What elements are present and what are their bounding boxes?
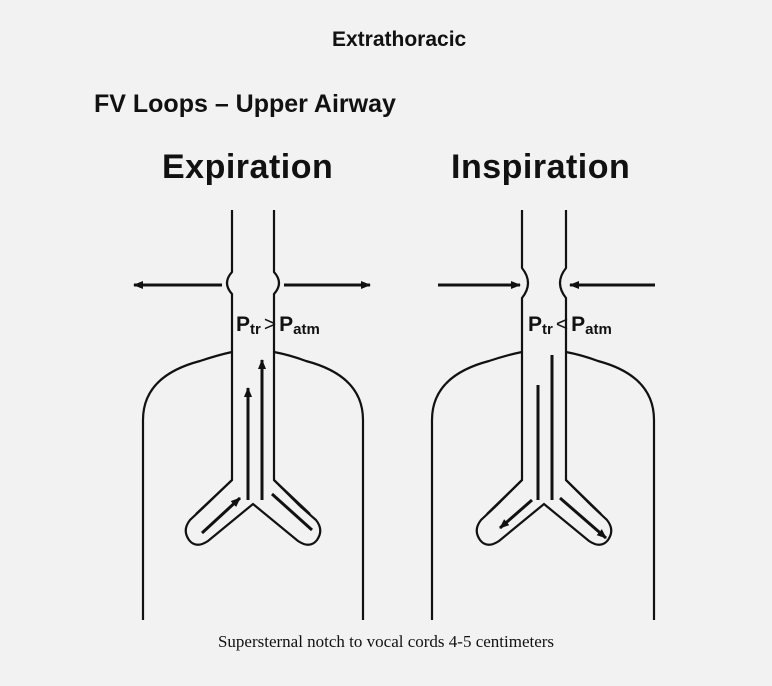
expiration-ptr-p: P — [236, 313, 251, 336]
expiration-thorax-outline — [141, 350, 365, 620]
inspiration-bronchi — [475, 502, 613, 546]
inspiration-patm-p: P — [571, 313, 586, 336]
expiration-title: Expiration — [162, 148, 334, 186]
expiration-patm-sub: atm — [293, 321, 320, 338]
inspiration-title: Inspiration — [451, 148, 631, 186]
expiration-flow-arrow-bronchus-left — [200, 496, 242, 535]
inspiration-patm-sub: atm — [585, 321, 612, 338]
expiration-patm-p: P — [279, 313, 294, 336]
expiration-ptr-sub: tr — [250, 321, 261, 338]
expiration-panel — [133, 210, 371, 620]
expiration-operator: > — [263, 313, 277, 336]
inspiration-ptr-p: P — [528, 313, 543, 336]
inspiration-operator: < — [555, 313, 569, 336]
expiration-trachea-right-wall — [272, 210, 301, 507]
inspiration-panel — [430, 210, 656, 620]
inspiration-ptr-sub: tr — [542, 321, 553, 338]
inspiration-flow-arrow-bronchus-right — [559, 496, 607, 540]
caption: Supersternal notch to vocal cords 4-5 ce… — [217, 632, 555, 651]
diagram-heading: Extrathoracic — [332, 28, 467, 51]
inspiration-thorax-outline — [430, 350, 656, 620]
expiration-trachea-left-wall — [204, 210, 234, 507]
expiration-flow-arrow-bronchus-right — [270, 492, 314, 532]
inspiration-flow-arrow-bronchus-left — [499, 498, 533, 530]
expiration-left-bronchus — [184, 502, 322, 546]
inspiration-bronchus-inner — [486, 479, 602, 515]
expiration-pressure-label: Ptr>Patm — [236, 313, 320, 338]
inspiration-pressure-label: Ptr<Patm — [528, 313, 612, 338]
diagram-subheading: FV Loops – Upper Airway — [94, 90, 396, 118]
expiration-bronchus-inner — [195, 479, 311, 515]
inspiration-trachea-right-wall — [558, 210, 593, 507]
inspiration-trachea-left-wall — [495, 210, 530, 507]
